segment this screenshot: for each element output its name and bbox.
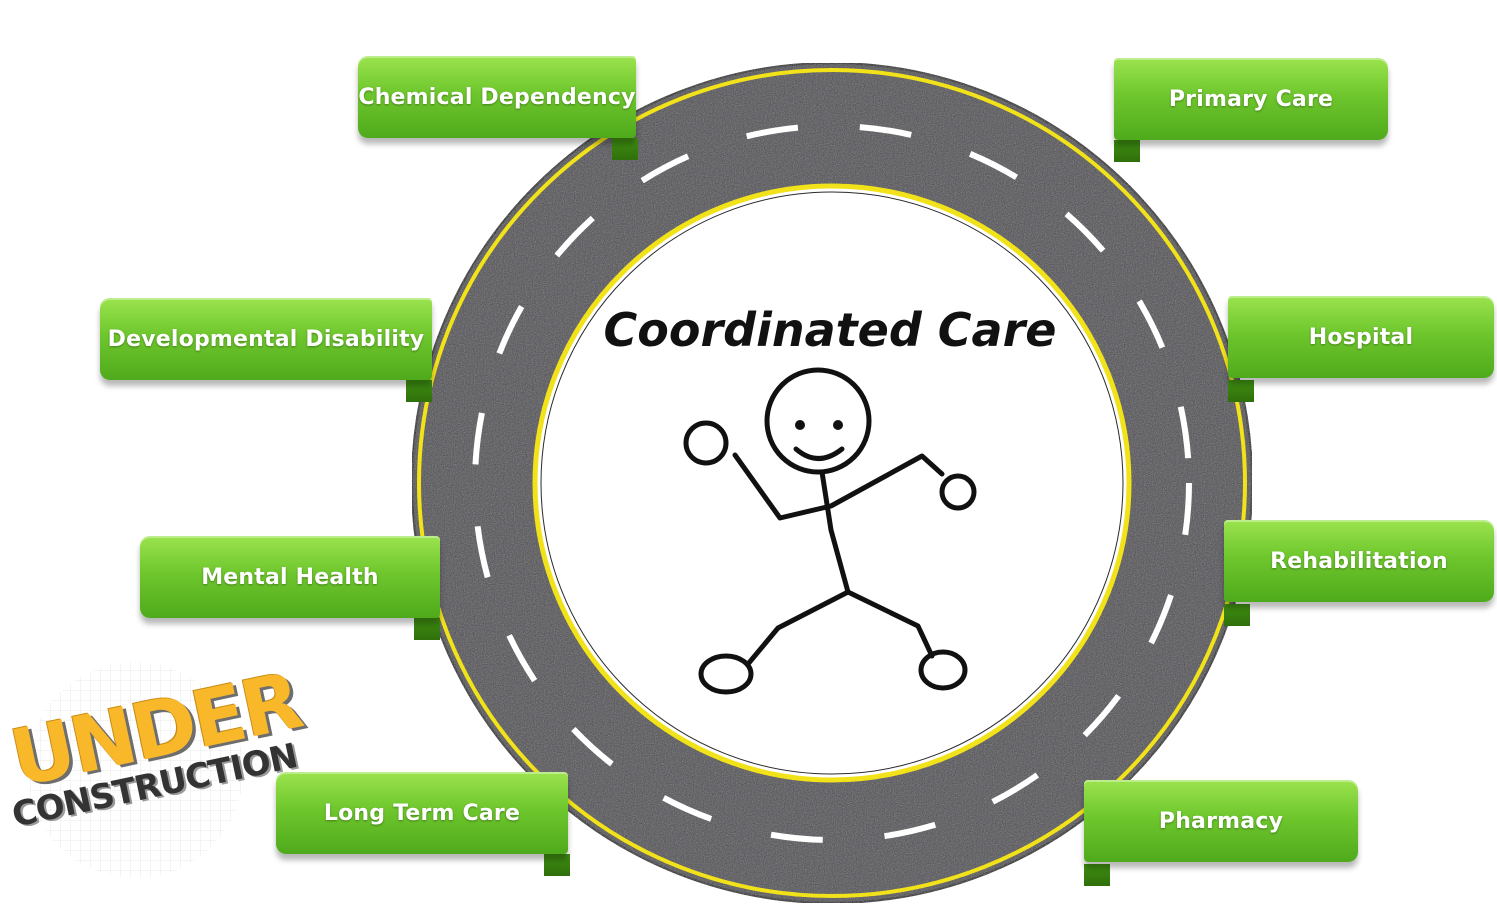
label-primary-care: Primary Care [1114, 58, 1388, 140]
road-outer-yellow-line [417, 68, 1247, 898]
label-pharmacy: Pharmacy [1084, 780, 1358, 862]
label-text: Hospital [1308, 324, 1414, 350]
label-text: Pharmacy [1158, 808, 1284, 834]
label-mental-health: Mental Health [140, 536, 440, 618]
label-text: Chemical Dependency [358, 84, 636, 110]
stick-figure-icon [683, 367, 977, 695]
under-construction-badge: UNDER CONSTRUCTION [3, 656, 307, 880]
ribbon-fold [1224, 604, 1250, 626]
label-text: Long Term Care [323, 800, 521, 826]
label-rehabilitation: Rehabilitation [1224, 520, 1494, 602]
ribbon-fold [1228, 380, 1254, 402]
ribbon-fold [612, 138, 638, 160]
road-inner-yellow-line [532, 183, 1132, 783]
ribbon-fold [544, 854, 570, 876]
ribbon-fold [406, 380, 432, 402]
road-inner-edge [540, 191, 1124, 775]
label-text: Developmental Disability [107, 326, 425, 352]
road-lane-dashes [472, 123, 1192, 843]
label-hospital: Hospital [1228, 296, 1494, 378]
label-chemical-dependency: Chemical Dependency [358, 56, 636, 138]
label-long-term-care: Long Term Care [276, 772, 568, 854]
center-title: Coordinated Care [603, 303, 1057, 357]
label-developmental-disability: Developmental Disability [100, 298, 432, 380]
ribbon-fold [1114, 140, 1140, 162]
ribbon-fold [414, 618, 440, 640]
badge-grid-backdrop [27, 662, 243, 878]
label-text: Mental Health [201, 564, 379, 590]
ribbon-fold [1084, 864, 1110, 886]
label-text: Rehabilitation [1270, 548, 1448, 574]
label-text: Primary Care [1168, 86, 1334, 112]
